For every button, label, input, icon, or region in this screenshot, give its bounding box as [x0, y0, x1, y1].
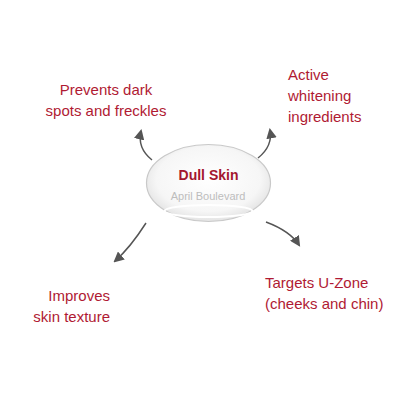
oval-node: Dull Skin [145, 143, 272, 223]
callout-text: Prevents dark spots and freckles [42, 79, 170, 121]
callout-text: Targets U-Zone (cheeks and chin) [265, 272, 397, 314]
watermark: April Boulevard [148, 190, 268, 202]
callout-text: Active whitening ingredients [288, 64, 380, 127]
gel-oval [145, 143, 272, 223]
leader-arrow [258, 130, 271, 158]
node-title: Dull Skin [145, 143, 272, 183]
leader-arrow [140, 131, 152, 160]
leader-arrow [115, 223, 146, 261]
callout-text: Improves skin texture [26, 285, 110, 327]
leader-arrow [266, 222, 299, 245]
